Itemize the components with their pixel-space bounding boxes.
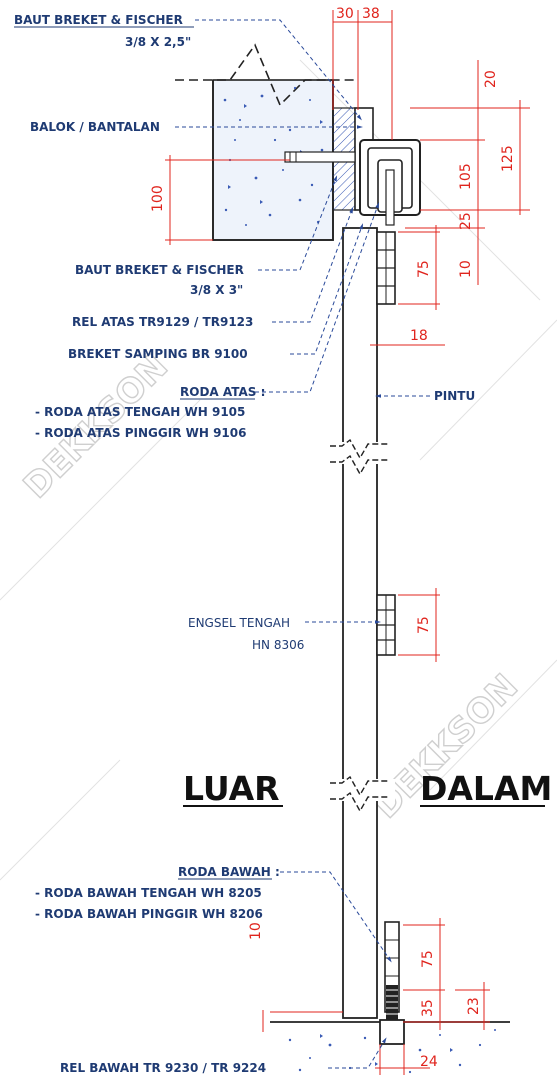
dim-18: 18 xyxy=(410,328,428,344)
watermark-line xyxy=(419,319,557,461)
bottom-roller xyxy=(384,921,400,1023)
dimension-values: 30 38 20 105 125 25 100 75 10 18 75 10 7… xyxy=(150,6,516,1070)
leader-lines xyxy=(175,19,430,1069)
label-luar: LUAR xyxy=(183,769,280,808)
label-roda-atas-title: RODA ATAS : xyxy=(180,385,265,399)
label-rel-atas: REL ATAS TR9129 / TR9123 xyxy=(72,315,253,329)
dim-10-top: 10 xyxy=(458,260,474,278)
label-roda-bawah-2: - RODA BAWAH PINGGIR WH 8206 xyxy=(35,907,263,921)
dim-125: 125 xyxy=(500,145,516,172)
watermark-line xyxy=(0,759,121,881)
label-roda-atas-1: - RODA ATAS TENGAH WH 9105 xyxy=(35,405,245,419)
dimension-lines xyxy=(165,10,530,1075)
dim-30: 30 xyxy=(336,6,354,22)
label-engsel: ENGSEL TENGAH xyxy=(188,616,290,630)
label-breket-samping: BREKET SAMPING BR 9100 xyxy=(68,347,248,361)
label-baut-breket-top: BAUT BREKET & FISCHER xyxy=(14,13,183,27)
label-balok: BALOK / BANTALAN xyxy=(30,120,160,134)
dim-105: 105 xyxy=(458,163,474,190)
dim-75-top: 75 xyxy=(416,260,432,278)
label-baut-breket-mid-size: 3/8 X 3" xyxy=(190,283,243,297)
dim-20: 20 xyxy=(483,70,499,88)
dim-23: 23 xyxy=(466,997,482,1015)
labels: BAUT BREKET & FISCHER 3/8 X 2,5" BALOK /… xyxy=(14,13,552,1075)
concrete-beam xyxy=(175,43,355,241)
dim-10-bottom: 10 xyxy=(248,922,264,940)
label-engsel-code: HN 8306 xyxy=(252,638,304,652)
floor-slab xyxy=(270,1019,510,1074)
top-rail xyxy=(359,139,421,226)
label-baut-breket-mid: BAUT BREKET & FISCHER xyxy=(75,263,244,277)
dim-75-mid: 75 xyxy=(416,616,432,634)
label-rel-bawah: REL BAWAH TR 9230 / TR 9224 xyxy=(60,1061,266,1075)
dim-35: 35 xyxy=(420,999,436,1017)
dim-38: 38 xyxy=(362,6,380,22)
dim-25: 25 xyxy=(458,212,474,230)
dim-24: 24 xyxy=(420,1054,438,1070)
watermark-line xyxy=(0,399,201,601)
label-roda-bawah-title: RODA BAWAH : xyxy=(178,865,280,879)
dim-100: 100 xyxy=(150,185,166,212)
top-hinge xyxy=(376,231,396,305)
label-dalam: DALAM xyxy=(420,769,552,808)
label-baut-breket-top-size: 3/8 X 2,5" xyxy=(125,35,191,49)
dim-75-bottom: 75 xyxy=(420,950,436,968)
door-leaf xyxy=(325,227,395,1019)
label-roda-bawah-1: - RODA BAWAH TENGAH WH 8205 xyxy=(35,886,262,900)
label-roda-atas-2: - RODA ATAS PINGGIR WH 9106 xyxy=(35,426,246,440)
watermark-line xyxy=(429,659,557,791)
middle-hinge xyxy=(376,594,396,656)
label-pintu: PINTU xyxy=(434,389,475,403)
